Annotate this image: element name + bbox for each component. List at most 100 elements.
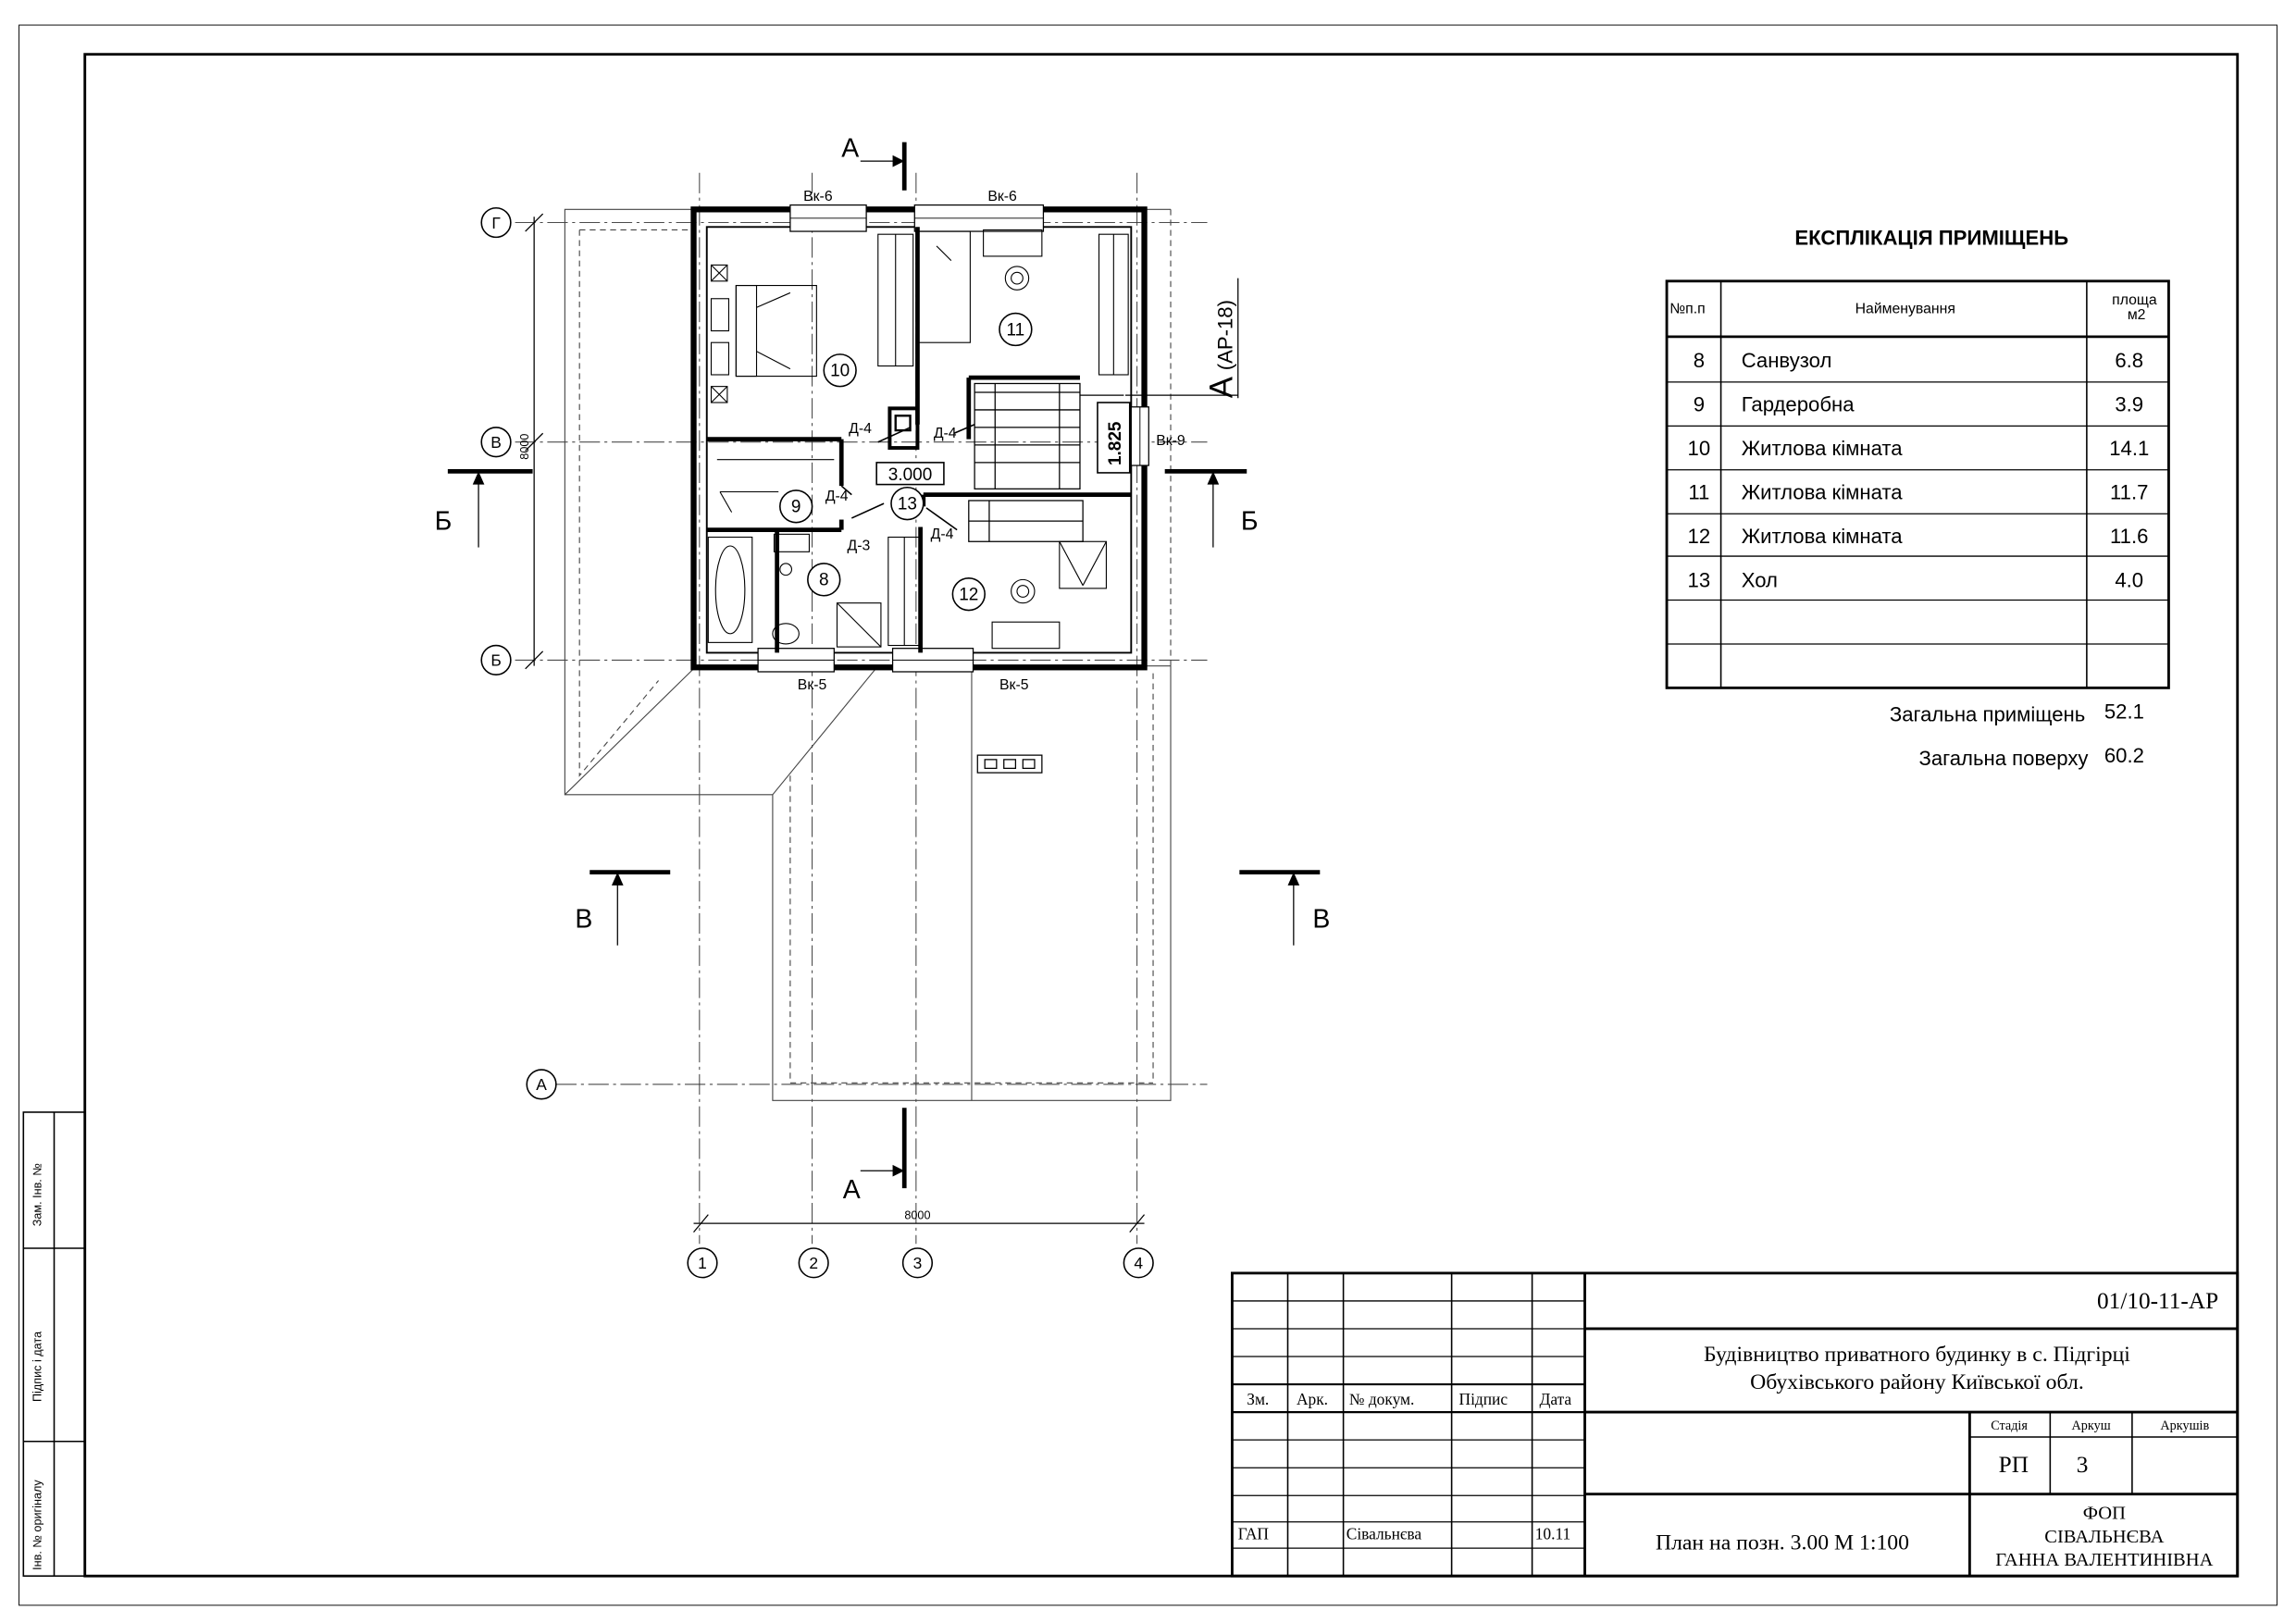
title-block-grid [1230,1271,2240,1578]
tb-project-line1: Будівництво приватного будинку в с. Підг… [1704,1343,2130,1367]
tb-sheet: 3 [2077,1452,2089,1478]
explication-row-name: Хол [1742,568,1778,591]
explication-title: ЕКСПЛІКАЦІЯ ПРИМІЩЕНЬ [1794,226,2068,249]
tb-col-sign: Підпис [1459,1391,1508,1408]
tb-stage: РП [1999,1452,2029,1478]
explication-row-name: Гардеробна [1742,393,1855,416]
section-a-ref-label: (АР-18) [1213,300,1236,370]
room-bubbles [779,312,1033,612]
tb-person: Сівальнєва [1347,1526,1422,1543]
side-stamp-zam-inv: Зам. Інв. № [31,1163,43,1226]
room-number-9: 9 [791,498,801,517]
total-rooms-value: 52.1 [2104,700,2144,724]
axis-label-b: Б [490,651,501,670]
level-mark: 3.000 [888,465,932,485]
explication-row-no: 9 [1694,393,1705,416]
room-number-12: 12 [959,586,978,605]
dimension-vertical [525,213,544,670]
section-label-b-left: Б [435,507,453,537]
explication-header-area: площа м2 [2112,292,2161,323]
explication-row-no: 10 [1688,437,1711,460]
explication-row-no: 8 [1694,349,1705,372]
tb-project-line2: Обухівського району Київської обл. [1750,1370,2084,1394]
axis-label-3: 3 [913,1254,923,1272]
explication-header-area-line2: м2 [2128,307,2146,323]
door-label-d4-b: Д-4 [934,426,957,441]
outer-frame [19,24,2277,1606]
explication-header-name: Найменування [1855,302,1955,317]
room-number-13: 13 [898,494,917,514]
stairs-level-mark: 1.825 [1106,421,1125,465]
explication-row-name: Житлова кімната [1742,437,1904,460]
explication-row-area: 6.8 [2115,349,2143,372]
explication-row-no: 13 [1688,568,1711,591]
explication-row-area: 11.6 [2110,525,2148,548]
tb-sheets-label: Аркушів [2160,1419,2209,1433]
side-stamp [22,1111,86,1577]
tb-col-ark: Арк. [1297,1391,1328,1408]
explication-row-no: 11 [1688,480,1709,503]
level-mark-box [875,462,945,486]
room-number-10: 10 [830,362,850,381]
furniture [707,229,1129,650]
tb-stage-label: Стадія [1991,1419,2028,1433]
door-leaders [840,424,975,531]
door-label-d3: Д-3 [848,539,871,554]
section-label-b-right: Б [1241,507,1259,537]
window-label-vk5-left: Вк-5 [798,677,827,693]
axis-label-v: В [490,433,502,452]
axis-lines [515,172,1208,1245]
axis-bubbles-letters [480,206,557,1100]
explication-row-area: 11.7 [2110,480,2148,503]
window-label-vk6-right: Вк-6 [987,189,1017,204]
window-label-vk5-right: Вк-5 [999,677,1029,693]
explication-table-grid [1665,279,2170,689]
explication-row-no: 12 [1688,525,1711,548]
explication-row-area: 4.0 [2115,568,2143,591]
tb-col-zm: Зм. [1247,1391,1269,1408]
explication-row-name: Житлова кімната [1742,525,1904,548]
explication-header-no: №п.п [1669,302,1705,317]
section-label-a-top: А [841,133,859,163]
window-glazing [758,217,1141,661]
axis-bubbles-numbers [687,1247,1154,1279]
stairs-lower [968,500,1084,542]
side-stamp-inv-original: Інв. № оригіналу [31,1480,43,1570]
section-a-vertical-label: А [1204,376,1239,398]
section-label-v-right: В [1312,905,1330,935]
tb-code: 01/10-11-АР [2097,1288,2218,1314]
explication-row-name: Житлова кімната [1742,480,1904,503]
axis-label-g: Г [491,214,501,232]
door-label-d4-d: Д-4 [931,527,954,542]
tb-org-line1: ФОП [2083,1504,2126,1524]
total-rooms-label: Загальна приміщень [1890,703,2085,726]
axis-label-2: 2 [809,1254,818,1272]
tb-sheet-title: План на позн. 3.00 М 1:100 [1656,1531,1909,1555]
dimension-horizontal-label: 8000 [904,1208,930,1221]
room-number-8: 8 [819,571,829,590]
axis-label-1: 1 [698,1254,707,1272]
side-stamp-signature-date: Підпис і дата [31,1331,43,1402]
explication-header-area-line1: площа [2112,292,2157,308]
explication-row-area: 3.9 [2115,393,2143,416]
room-number-11: 11 [1007,320,1025,340]
total-floor-label: Загальна поверху [1919,747,2090,770]
tb-col-doc: № докум. [1349,1391,1414,1408]
tb-role: ГАП [1238,1526,1270,1543]
section-label-a-bottom: А [843,1175,861,1205]
door-label-d4-a: Д-4 [849,421,872,437]
dimension-horizontal [693,1214,1146,1233]
explication-row-name: Санвузол [1742,349,1832,372]
tb-col-date: Дата [1539,1391,1571,1408]
total-floor-value: 60.2 [2104,744,2144,767]
dimension-vertical-label: 8000 [518,434,531,460]
section-arrows [472,155,1300,1177]
inner-frame [83,53,2240,1578]
tb-org-line2: СІВАЛЬНЄВА [2044,1527,2164,1547]
tb-date: 10.11 [1535,1526,1570,1543]
axis-label-4: 4 [1134,1254,1143,1272]
tb-sheet-label: Аркуш [2072,1419,2111,1433]
door-label-d4-c: Д-4 [825,489,849,504]
